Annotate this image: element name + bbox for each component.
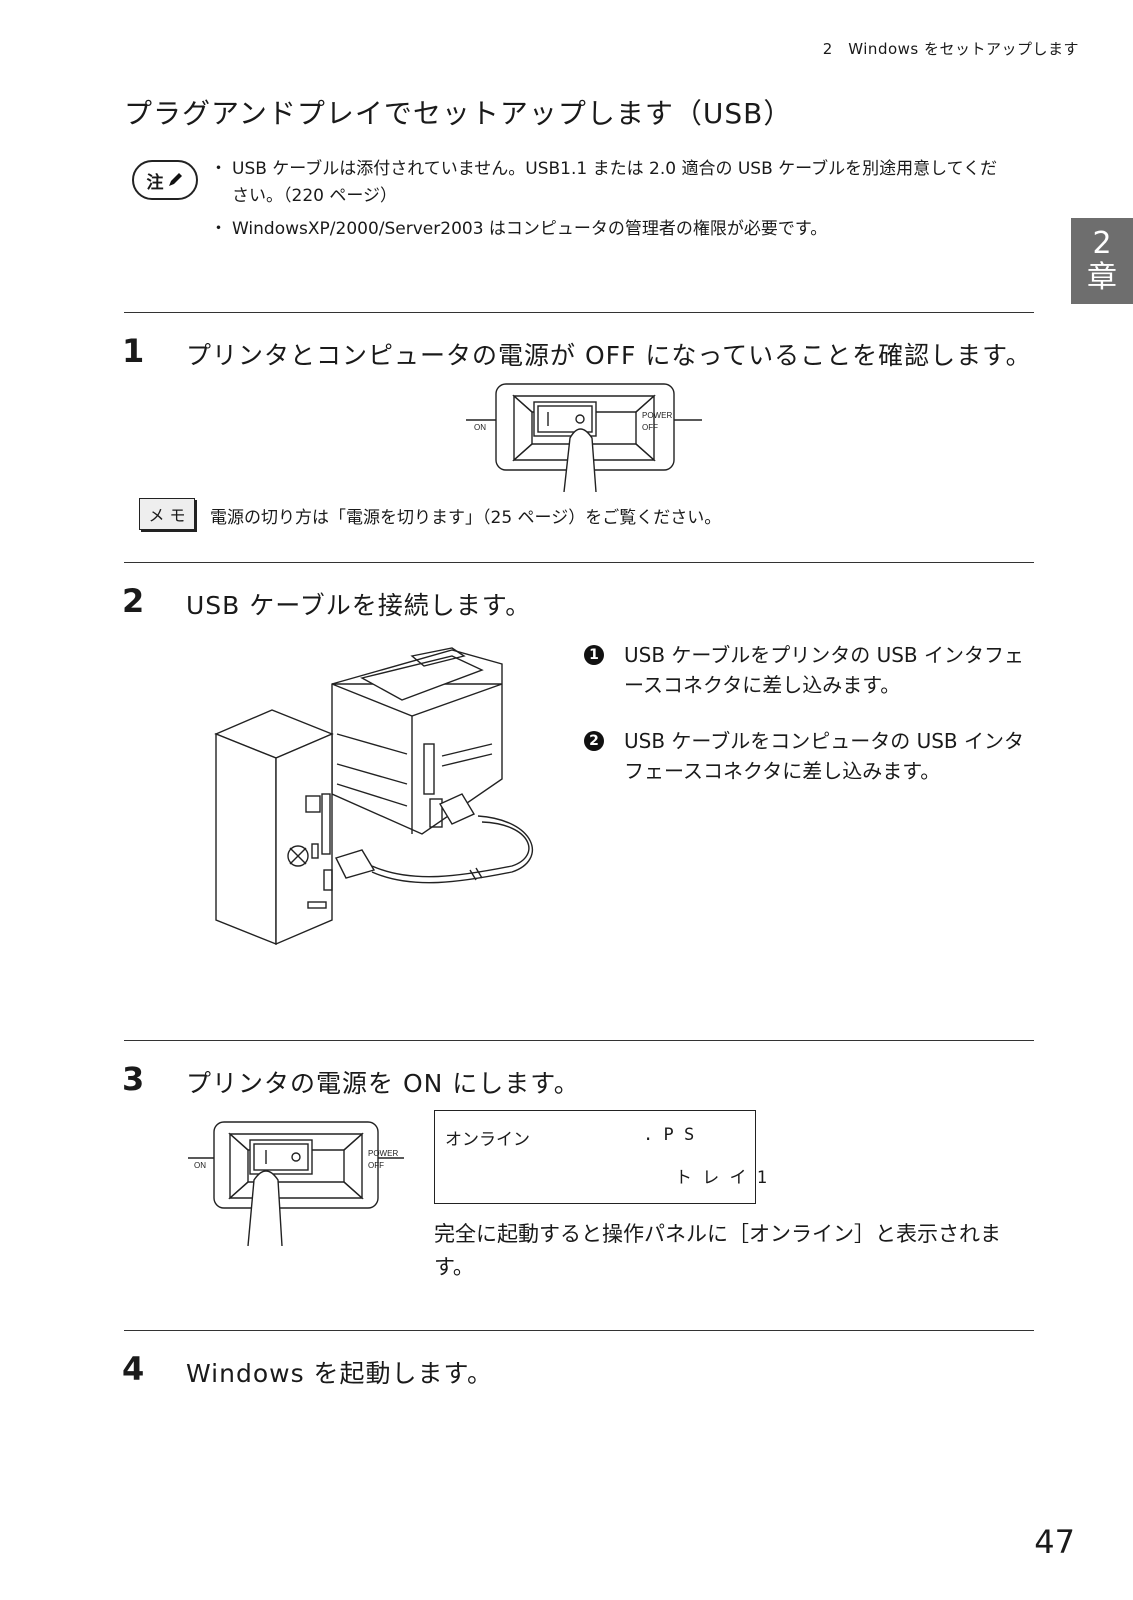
chapter-tab-kanji: 章 bbox=[1087, 260, 1117, 295]
chapter-tab-number: 2 bbox=[1092, 226, 1112, 261]
power-switch-on-illustration: ON POWER OFF bbox=[188, 1121, 404, 1246]
note-item: ・ WindowsXP/2000/Server2003 はコンピュータの管理者の… bbox=[210, 216, 1010, 243]
step-text: Windows を起動します。 bbox=[186, 1359, 494, 1388]
section-title: プラグアンドプレイでセットアップします（USB） bbox=[124, 97, 793, 130]
callout-text: USB ケーブルをプリンタの USB インタフェースコネクタに差し込みます。 bbox=[624, 643, 1024, 697]
step-text: プリンタの電源を ON にします。 bbox=[186, 1069, 580, 1098]
bullet: ・ bbox=[210, 159, 227, 179]
switch-on-label: ON bbox=[194, 1161, 206, 1170]
note-list: ・ USB ケーブルは添付されていません。USB1.1 または 2.0 適合の … bbox=[210, 156, 1010, 249]
chapter-tab: 2 章 bbox=[1071, 218, 1133, 304]
step-text: USB ケーブルを接続します。 bbox=[186, 591, 532, 620]
switch-off-label: OFF bbox=[368, 1161, 384, 1170]
switch-power-label: POWER bbox=[368, 1149, 398, 1158]
step3-result-text: 完全に起動すると操作パネルに［オンライン］と表示されます。 bbox=[434, 1222, 1001, 1279]
note-icon: 注 bbox=[132, 160, 198, 200]
callout-number: 2 bbox=[584, 731, 604, 751]
usb-connection-illustration bbox=[214, 647, 533, 946]
note-icon-label: 注 bbox=[146, 172, 164, 193]
step-number: 4 bbox=[122, 1350, 145, 1388]
lcd-line1-left: オンライン bbox=[445, 1130, 530, 1150]
power-switch-off-illustration: ON POWER OFF bbox=[466, 383, 702, 492]
step-number: 1 bbox=[122, 332, 145, 370]
pencil-icon bbox=[168, 173, 182, 186]
step-number: 3 bbox=[122, 1060, 145, 1098]
callout-number: 1 bbox=[584, 645, 604, 665]
note-text: USB ケーブルは添付されていません。USB1.1 または 2.0 適合の US… bbox=[232, 159, 998, 206]
switch-off-label: OFF bbox=[642, 423, 658, 432]
memo-text: 電源の切り方は「電源を切ります」（25 ページ）をご覧ください。 bbox=[210, 508, 722, 528]
callout-item: 1 USB ケーブルをプリンタの USB インタフェースコネクタに差し込みます。 bbox=[584, 640, 1024, 700]
callout-text: USB ケーブルをコンピュータの USB インタフェースコネクタに差し込みます。 bbox=[624, 729, 1024, 783]
note-item: ・ USB ケーブルは添付されていません。USB1.1 または 2.0 適合の … bbox=[210, 156, 1010, 210]
divider bbox=[124, 312, 1034, 313]
switch-power-label: POWER bbox=[642, 411, 672, 420]
step-number: 2 bbox=[122, 582, 145, 620]
memo-icon: メ モ bbox=[139, 498, 195, 530]
divider bbox=[124, 562, 1034, 563]
callout-item: 2 USB ケーブルをコンピュータの USB インタフェースコネクタに差し込みま… bbox=[584, 726, 1024, 786]
note-text: WindowsXP/2000/Server2003 はコンピュータの管理者の権限… bbox=[232, 219, 828, 239]
divider bbox=[124, 1330, 1034, 1331]
step-text: プリンタとコンピュータの電源が OFF になっていることを確認します。 bbox=[186, 341, 1032, 370]
divider bbox=[124, 1040, 1034, 1041]
page-number: 47 bbox=[1034, 1523, 1075, 1561]
running-header: 2 Windows をセットアップします bbox=[822, 40, 1079, 58]
switch-on-label: ON bbox=[474, 423, 486, 432]
bullet: ・ bbox=[210, 219, 227, 239]
control-panel-display: オンライン . P S ト レ イ 1 bbox=[434, 1110, 767, 1204]
lcd-line2-right: ト レ イ 1 bbox=[675, 1168, 767, 1188]
lcd-line1-right: . P S bbox=[643, 1125, 695, 1145]
